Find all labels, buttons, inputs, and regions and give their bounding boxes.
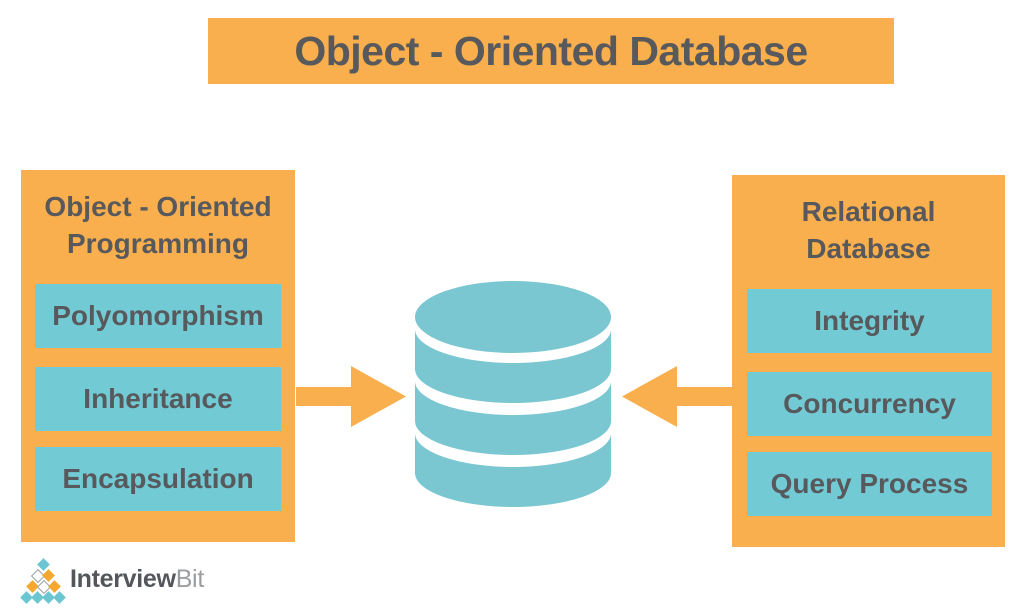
chip-inheritance: Inheritance bbox=[35, 367, 281, 431]
panel-left-title: Object - Oriented Programming bbox=[21, 188, 295, 262]
chip-encapsulation: Encapsulation bbox=[35, 447, 281, 511]
panel-relational-database: Relational Database Integrity Concurrenc… bbox=[732, 175, 1005, 547]
logo-text-interview: Interview bbox=[70, 564, 176, 593]
chip-concurrency: Concurrency bbox=[747, 372, 992, 436]
panel-left-title-line2: Programming bbox=[66, 228, 250, 259]
chip-polyomorphism: Polyomorphism bbox=[35, 284, 281, 348]
chip-query-process: Query Process bbox=[747, 452, 992, 516]
panel-left-title-line1: Object - Oriented bbox=[44, 191, 272, 222]
title-bar: Object - Oriented Database bbox=[208, 18, 894, 84]
arrow-right-icon bbox=[296, 366, 406, 427]
chip-integrity: Integrity bbox=[747, 289, 992, 353]
panel-right-title: Relational Database bbox=[732, 193, 1005, 267]
interviewbit-logo-mark bbox=[20, 557, 66, 604]
arrow-left-icon bbox=[622, 366, 732, 427]
logo-text-bit: Bit bbox=[175, 564, 205, 593]
panel-right-title-line2: Database bbox=[806, 233, 931, 264]
interviewbit-logo: InterviewBit bbox=[20, 557, 204, 604]
page-title: Object - Oriented Database bbox=[294, 27, 808, 74]
interviewbit-logo-text: InterviewBit bbox=[70, 565, 204, 594]
panel-object-oriented-programming: Object - Oriented Programming Polyomorph… bbox=[21, 170, 295, 542]
logo-diamond bbox=[53, 590, 66, 604]
database-icon bbox=[413, 281, 613, 513]
panel-right-title-line1: Relational bbox=[801, 196, 936, 227]
